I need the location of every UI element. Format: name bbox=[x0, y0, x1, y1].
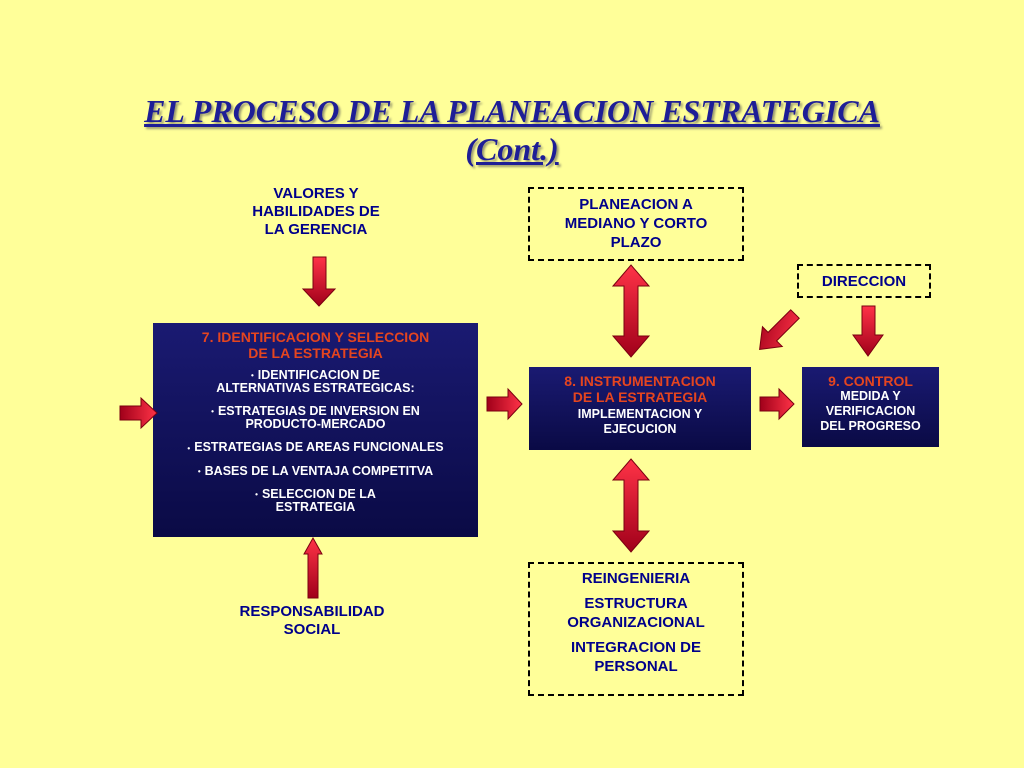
box-reingenieria-line: INTEGRACION DE bbox=[570, 639, 701, 656]
step7-item-line: ESTRATEGIAS DE AREAS FUNCIONALES bbox=[194, 440, 444, 455]
arrow-right-input-icon bbox=[119, 396, 158, 430]
bullet-icon: • bbox=[187, 443, 191, 453]
step8-heading-line: 8. INSTRUMENTACION bbox=[564, 373, 716, 389]
arrow-down-valores-icon bbox=[301, 256, 337, 307]
step7-item-line: IDENTIFICACION DE bbox=[257, 368, 381, 382]
box-reingenieria-line: REINGENIERIA bbox=[581, 570, 691, 587]
step8-heading-line: DE LA ESTRATEGIA bbox=[572, 389, 708, 405]
label-valores-line: LA GERENCIA bbox=[264, 221, 368, 238]
step9-box: 9. CONTROL MEDIDA Y VERIFICACION DEL PRO… bbox=[802, 367, 939, 447]
step7-item-line: ESTRATEGIA bbox=[275, 500, 356, 515]
title-line-2: (Cont.) bbox=[465, 131, 559, 167]
arrow-right-7-8-icon bbox=[486, 387, 523, 421]
label-responsabilidad: RESPONSABILIDAD SOCIAL bbox=[212, 603, 412, 639]
box-reingenieria-line: PERSONAL bbox=[594, 658, 678, 675]
step7-item: •BASES DE LA VENTAJA COMPETITVA bbox=[153, 463, 478, 478]
step9-text-line: DEL PROGRESO bbox=[820, 419, 921, 433]
box-reingenieria: REINGENIERIA ESTRUCTURA ORGANIZACIONAL I… bbox=[528, 562, 744, 696]
step7-item-line: PRODUCTO-MERCADO bbox=[245, 417, 386, 432]
step7-heading-line: DE LA ESTRATEGIA bbox=[248, 345, 383, 361]
box-planeacion-line: PLANEACION A bbox=[579, 196, 693, 213]
step9-text-line: MEDIDA Y bbox=[840, 389, 901, 403]
box-reingenieria-line: ORGANIZACIONAL bbox=[567, 614, 705, 631]
bullet-icon: • bbox=[211, 407, 214, 417]
label-valores-line: HABILIDADES DE bbox=[252, 203, 380, 220]
title-line-1: EL PROCESO DE LA PLANEACION ESTRATEGICA bbox=[144, 93, 880, 129]
box-planeacion-line: MEDIANO Y CORTO bbox=[564, 215, 708, 232]
step7-heading: 7. IDENTIFICACION Y SELECCION DE LA ESTR… bbox=[153, 329, 478, 361]
step7-item-line: ALTERNATIVAS ESTRATEGICAS: bbox=[216, 381, 415, 396]
bullet-icon: • bbox=[255, 490, 258, 500]
step9-text-line: VERIFICACION bbox=[825, 404, 916, 418]
arrow-double-reingenieria-icon bbox=[611, 458, 651, 553]
step8-text-line: IMPLEMENTACION Y bbox=[577, 407, 703, 421]
arrow-right-8-9-icon bbox=[759, 387, 795, 421]
step7-item: •IDENTIFICACION DE ALTERNATIVAS ESTRATEG… bbox=[153, 369, 478, 395]
label-responsabilidad-line: SOCIAL bbox=[283, 621, 341, 638]
step8-heading: 8. INSTRUMENTACION DE LA ESTRATEGIA bbox=[529, 373, 751, 405]
page-title: EL PROCESO DE LA PLANEACION ESTRATEGICA … bbox=[0, 92, 1024, 168]
step7-item: •ESTRATEGIAS DE INVERSION EN PRODUCTO-ME… bbox=[153, 405, 478, 431]
box-direccion: DIRECCION bbox=[797, 264, 931, 298]
box-direccion-label: DIRECCION bbox=[821, 273, 907, 290]
box-reingenieria-line: ESTRUCTURA bbox=[584, 595, 688, 612]
step7-item-line: BASES DE LA VENTAJA COMPETITVA bbox=[204, 463, 434, 478]
step7-items: •IDENTIFICACION DE ALTERNATIVAS ESTRATEG… bbox=[153, 369, 478, 514]
box-planeacion-line: PLAZO bbox=[610, 234, 662, 251]
arrow-double-planeacion-icon bbox=[611, 264, 651, 358]
step7-box: 7. IDENTIFICACION Y SELECCION DE LA ESTR… bbox=[153, 323, 478, 537]
box-planeacion: PLANEACION A MEDIANO Y CORTO PLAZO bbox=[528, 187, 744, 261]
step8-text: IMPLEMENTACION Y EJECUCION bbox=[529, 407, 751, 437]
step7-item-line: SELECCION DE LA bbox=[261, 486, 376, 501]
step9-text: MEDIDA Y VERIFICACION DEL PROGRESO bbox=[802, 389, 939, 434]
step9-heading: 9. CONTROL bbox=[828, 373, 913, 389]
step8-text-line: EJECUCION bbox=[603, 422, 677, 436]
label-valores: VALORES Y HABILIDADES DE LA GERENCIA bbox=[226, 185, 406, 239]
step7-heading-line: 7. IDENTIFICACION Y SELECCION bbox=[201, 329, 430, 345]
label-responsabilidad-line: RESPONSABILIDAD bbox=[239, 603, 385, 620]
bullet-icon: • bbox=[197, 466, 201, 476]
bullet-icon: • bbox=[250, 371, 254, 381]
arrow-diagonal-direccion-icon bbox=[759, 309, 800, 350]
step8-box: 8. INSTRUMENTACION DE LA ESTRATEGIA IMPL… bbox=[529, 367, 751, 450]
arrow-down-direccion-icon bbox=[852, 305, 884, 357]
arrow-up-responsabilidad-icon bbox=[303, 536, 323, 599]
label-valores-line: VALORES Y bbox=[273, 185, 359, 202]
step7-item-line: ESTRATEGIAS DE INVERSION EN bbox=[217, 404, 420, 419]
step7-item: •ESTRATEGIAS DE AREAS FUNCIONALES bbox=[153, 441, 478, 454]
step7-item: •SELECCION DE LA ESTRATEGIA bbox=[153, 486, 478, 515]
